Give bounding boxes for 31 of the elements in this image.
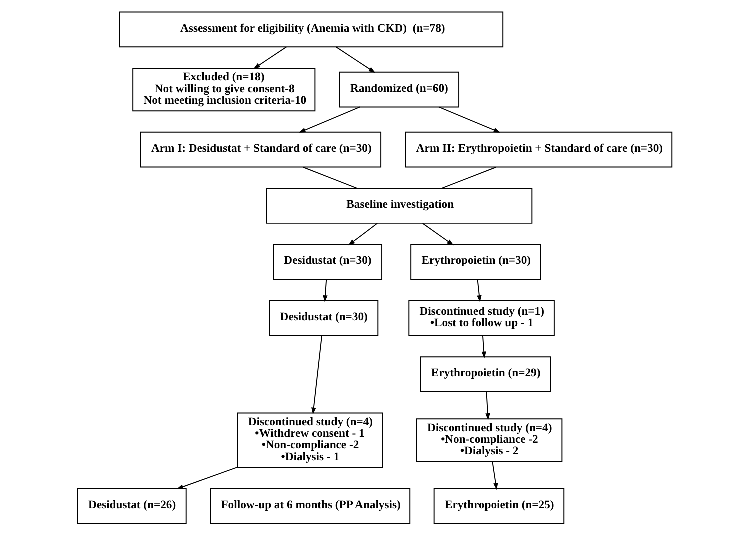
arrow	[477, 279, 482, 302]
node-box: Erythropoietin (n=25)	[434, 488, 565, 524]
node-box: Follow-up at 6 months (PP Analysis)	[210, 488, 411, 524]
arrow	[254, 46, 288, 70]
node-box: Discontinued study (n=4) •Withdrew consent - 1 •Non-compliance -2 •Dialysis - 1	[237, 412, 384, 468]
connector	[441, 166, 497, 190]
node-box: Desidustat (n=30)	[273, 244, 382, 280]
arrow	[176, 467, 238, 490]
arrow	[323, 279, 328, 302]
arrow	[422, 223, 454, 246]
node-box: Assessment for eligibility (Anemia with CKD) (n=78)	[119, 12, 504, 48]
connector	[302, 166, 358, 190]
arrow	[486, 392, 490, 420]
node-box: Arm I: Desidustat + Standard of care (n=30)	[140, 132, 382, 168]
arrow	[482, 335, 486, 359]
arrow	[348, 223, 378, 246]
node-box: Excluded (n=18) Not willing to give consent-8 Not meeting inclusion criteria-10	[132, 68, 316, 112]
node-box: Desidustat (n=30)	[269, 300, 379, 336]
arrow	[299, 106, 361, 133]
arrow	[312, 336, 322, 415]
node-box: Desidustat (n=26)	[77, 488, 187, 524]
arrow	[492, 461, 498, 490]
node-box: Baseline investigation	[266, 188, 533, 224]
node-box: Erythropoietin (n=29)	[420, 356, 552, 392]
arrow	[438, 106, 501, 133]
node-box: Randomized (n=60)	[339, 72, 460, 108]
node-box: Erythropoietin (n=30)	[410, 244, 542, 280]
node-box: Arm II: Erythropoietin + Standard of care (n=30)	[405, 132, 673, 168]
node-box: Discontinued study (n=1) •Lost to follow up - 1	[408, 300, 555, 336]
node-box: Discontinued study (n=4) •Non-compliance -2 •Dialysis - 2	[416, 418, 563, 462]
arrow	[336, 46, 376, 74]
